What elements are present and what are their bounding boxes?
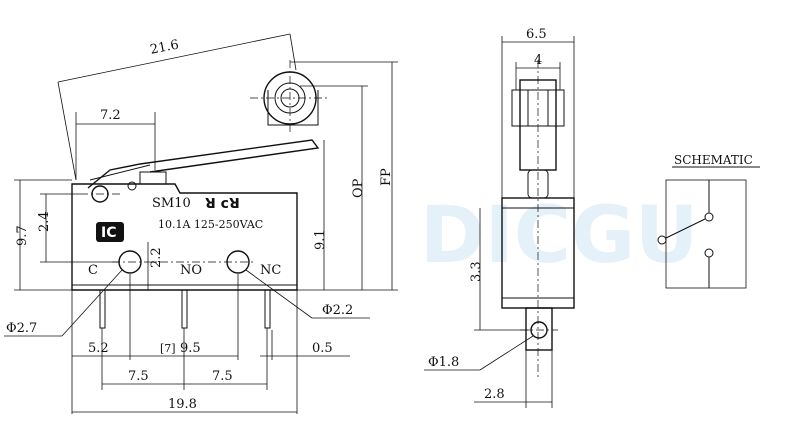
schematic-frame (665, 179, 747, 289)
terminal-label-no: NO (180, 263, 202, 278)
dim-text-21-6: 21.6 (149, 38, 180, 58)
schematic-common-terminal (657, 235, 667, 245)
rating-label: 10.1A 125-250VAC (158, 218, 263, 231)
terminal-nc-pin (264, 289, 271, 329)
dim-text-7-5-b: 7.5 (212, 369, 233, 384)
dim-text-side-hole: Φ1.8 (428, 355, 459, 370)
schematic-no-terminal (704, 248, 714, 258)
dim-text-7-2: 7.2 (100, 108, 121, 123)
dim-text-7-bracket: [7] (160, 342, 176, 355)
pivot-pin (127, 181, 137, 191)
dim-text-2-2: 2.2 (149, 247, 164, 268)
model-label: SM10 (152, 196, 191, 211)
dim-text-0-5: 0.5 (312, 341, 333, 356)
dim-text-fp: FP (379, 168, 394, 186)
actuator-lever (87, 139, 320, 189)
dim-text-6-5: 6.5 (526, 27, 547, 42)
side-view (501, 60, 575, 380)
dim-text-hole-left: Φ2.7 (6, 321, 37, 336)
dim-text-2-4: 2.4 (37, 211, 52, 232)
dim-text-4: 4 (534, 53, 542, 68)
front-view: IC SM10 ꓤ cꓤ 10.1A 125-250VAC C NO NC (71, 60, 330, 329)
plunger-housing (139, 171, 167, 184)
dim-text-9-7: 9.7 (15, 225, 30, 246)
lever-inner-line (89, 164, 151, 181)
side-terminal (525, 307, 553, 351)
terminal-c-pin (99, 289, 106, 329)
schematic-nc-terminal (704, 212, 714, 222)
dim-text-5-2: 5.2 (88, 341, 109, 356)
schematic: SCHEMATIC (657, 153, 760, 289)
schematic-switch-blade (665, 218, 706, 239)
front-dimensions: 21.6 7.2 9.7 2.4 2.2 9.1 OP FP (4, 33, 398, 414)
dim-text-2-8: 2.8 (484, 387, 505, 402)
terminal-label-c: C (88, 263, 98, 278)
dim-text-9-5: 9.5 (180, 341, 201, 356)
dim-text-op: OP (351, 178, 366, 198)
terminal-no-pin (181, 289, 188, 329)
dim-text-3-3: 3.3 (469, 261, 484, 282)
side-dimensions: 6.5 4 3.3 Φ1.8 2.8 (424, 27, 575, 408)
schematic-title: SCHEMATIC (674, 153, 753, 167)
roller-bracket (267, 90, 319, 126)
dim-text-hole-right: Φ2.2 (322, 303, 353, 318)
dim-text-7-5-a: 7.5 (128, 369, 149, 384)
dim-line-21-6 (57, 33, 291, 83)
ul-mark-icon: ꓤ cꓤ (205, 196, 240, 212)
brand-logo-icon (96, 222, 124, 242)
watermark-text: DICGU (420, 191, 698, 281)
terminal-label-nc: NC (260, 263, 281, 278)
dim-text-9-1: 9.1 (313, 229, 328, 250)
dim-text-19-8: 19.8 (168, 397, 197, 412)
svg-text:IC: IC (101, 225, 116, 241)
